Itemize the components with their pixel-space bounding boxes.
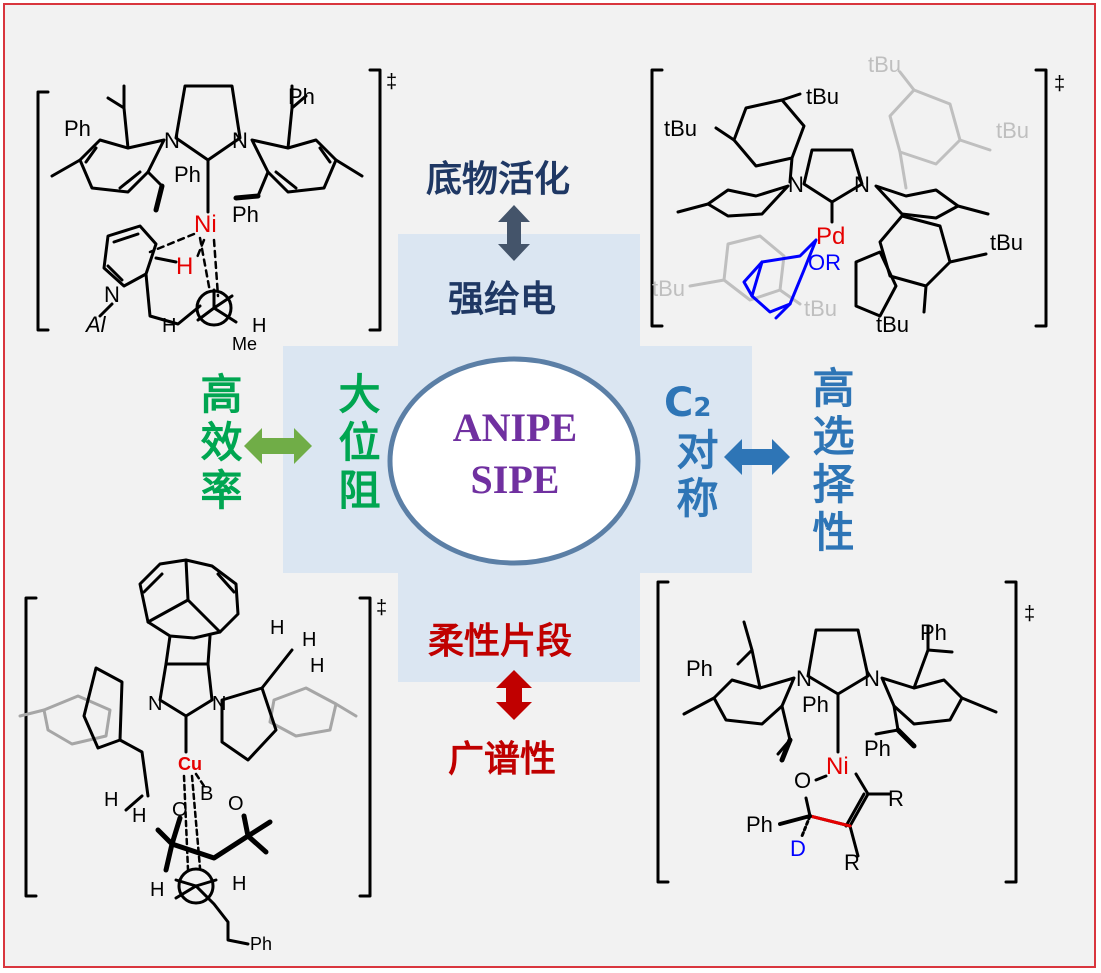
h-2: H	[302, 629, 316, 651]
label-c2-subscript: 2	[693, 393, 712, 423]
tbu-2: tBu	[664, 116, 697, 141]
or-label: OR	[808, 250, 841, 275]
center-ellipse	[387, 356, 641, 566]
h-right: H	[252, 315, 266, 337]
n-left: N	[148, 693, 162, 715]
acenaphthylene	[138, 558, 240, 640]
h-4: H	[104, 789, 118, 811]
h-6: H	[150, 879, 164, 901]
ph-label-2: Ph	[802, 692, 829, 717]
nhc-ring	[806, 628, 870, 696]
dagger: ‡	[1024, 603, 1035, 625]
n-left: N	[796, 666, 812, 691]
ph-label-5: Ph	[746, 812, 773, 837]
n-right: N	[232, 128, 248, 153]
label-high-efficiency: 高效率	[194, 372, 243, 516]
cu-metal: Cu	[178, 754, 202, 774]
h-red: H	[176, 253, 193, 280]
nhc-ring	[174, 84, 242, 162]
tbu-grey-1: tBu	[868, 52, 901, 77]
r-label-2: R	[844, 850, 860, 875]
n-right: N	[864, 666, 880, 691]
dagger: ‡	[1054, 73, 1065, 95]
grey-aryl-group	[688, 70, 992, 306]
label-substrate-activation: 底物活化	[426, 159, 571, 200]
o-atom: O	[794, 768, 811, 793]
center-line-1: ANIPE	[452, 405, 578, 450]
ph-label-1: Ph	[686, 656, 713, 681]
imidazole-ring	[158, 662, 214, 718]
tbu-1: tBu	[806, 84, 839, 109]
nhc-ring	[802, 148, 864, 204]
o-right: O	[228, 793, 244, 815]
pyridine-n: N	[104, 282, 120, 307]
bracket-left	[36, 90, 50, 332]
me-label: Me	[232, 334, 257, 354]
b-atom: B	[200, 783, 213, 805]
r-label-1: R	[888, 786, 904, 811]
bracket-left	[650, 68, 664, 328]
ni-metal: Ni	[194, 211, 217, 238]
double-arrow-bottom	[496, 670, 532, 720]
h-7: H	[232, 873, 246, 895]
ph-label-2: Ph	[174, 162, 201, 187]
naphthyl-fragment	[742, 238, 818, 320]
bond-aryl-left-sub	[106, 84, 130, 150]
ph-label: Ph	[250, 934, 272, 954]
label-flexible-fragment: 柔性片段	[428, 621, 573, 662]
pd-metal: Pd	[816, 223, 845, 250]
aryl-right	[250, 138, 338, 194]
h-5: H	[132, 805, 146, 827]
center-line-2: SIPE	[470, 457, 560, 502]
tbu-grey-4: tBu	[804, 296, 837, 321]
ph-label-3: Ph	[288, 84, 315, 109]
ni-metal: Ni	[826, 753, 849, 780]
h-1: H	[270, 617, 284, 639]
label-c2-letter: C	[664, 380, 694, 426]
ph-label-4: Ph	[232, 202, 259, 227]
double-arrow-left	[244, 428, 312, 464]
ph-label-4: Ph	[864, 736, 891, 761]
label-broad-scope: 广谱性	[448, 739, 557, 780]
tbu-grey-2: tBu	[996, 118, 1029, 143]
double-arrow-right	[724, 439, 790, 475]
double-arrow-top	[498, 205, 530, 261]
label-large-steric: 大位阻	[332, 372, 381, 516]
n-left: N	[788, 172, 804, 197]
bracket-right	[1034, 68, 1048, 328]
label-high-selectivity: 高选择性	[806, 366, 855, 558]
al-label: Al	[84, 312, 107, 337]
ph-label-3: Ph	[920, 620, 947, 645]
n-left: N	[164, 128, 180, 153]
center-title: ANIPE SIPE	[440, 402, 590, 506]
h-3: H	[310, 655, 324, 677]
bracket-right	[358, 596, 372, 898]
label-strong-donor: 强给电	[448, 279, 557, 320]
bracket-left	[24, 596, 38, 898]
bracket-right	[1004, 580, 1018, 884]
newman-circle	[177, 867, 215, 905]
o-left: O	[172, 799, 188, 821]
d-label: D	[790, 836, 806, 861]
label-c2: C2	[664, 380, 711, 426]
tbu-3: tBu	[990, 230, 1023, 255]
ph-label-1: Ph	[64, 116, 91, 141]
h-left: H	[162, 315, 176, 337]
n-right: N	[854, 172, 870, 197]
label-symmetry: 对称	[670, 428, 719, 524]
dagger: ‡	[386, 71, 397, 93]
bracket-left	[656, 580, 670, 884]
tbu-grey-3: tBu	[652, 276, 685, 301]
aryl-left	[78, 138, 166, 194]
dagger: ‡	[376, 597, 387, 619]
bracket-right	[368, 68, 382, 332]
